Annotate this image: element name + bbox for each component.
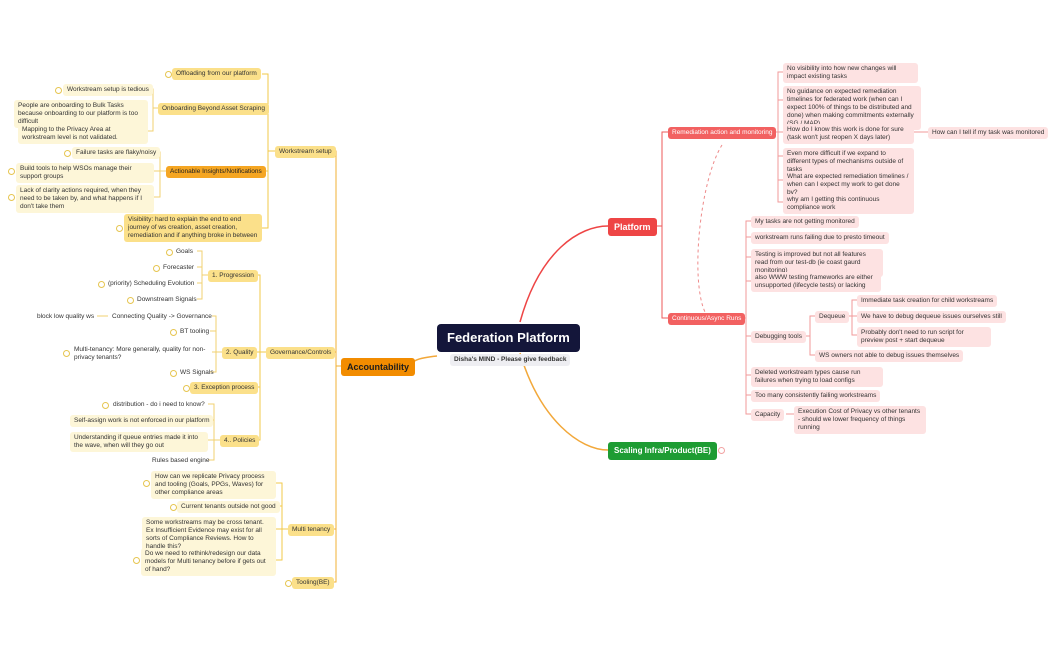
node-continuous-item[interactable]: also WWW testing frameworks are either u…	[751, 272, 881, 292]
node-monitored[interactable]: How can I tell if my task was monitored	[928, 127, 1049, 139]
collapse-toggle-icon[interactable]	[8, 194, 15, 201]
node-progression-item[interactable]: Goals	[176, 248, 193, 255]
node-continuous-item[interactable]: My tasks are not getting monitored	[751, 216, 859, 228]
node-dequeue[interactable]: Dequeue	[815, 311, 850, 323]
node-progression-item[interactable]: Downstream Signals	[137, 296, 197, 303]
node-onboarding[interactable]: Onboarding Beyond Asset Scraping	[158, 103, 269, 115]
collapse-toggle-icon[interactable]	[170, 504, 177, 511]
collapse-toggle-icon[interactable]	[143, 480, 150, 487]
node-bt-tooling[interactable]: BT tooling	[180, 328, 210, 335]
node-onboarding-item[interactable]: Mapping to the Privacy Area at workstrea…	[18, 124, 148, 144]
node-multi-tenancy-item[interactable]: How can we replicate Privacy process and…	[151, 471, 276, 499]
node-workstream-setup[interactable]: Workstream setup	[275, 146, 336, 158]
collapse-toggle-icon[interactable]	[98, 281, 105, 288]
collapse-toggle-icon[interactable]	[102, 402, 109, 409]
node-multi-tenancy[interactable]: Multi tenancy	[288, 524, 335, 536]
node-offloading[interactable]: Offloading from our platform	[172, 68, 261, 80]
collapse-toggle-icon[interactable]	[170, 370, 177, 377]
node-ws-owners[interactable]: WS owners not able to debug issues thems…	[815, 350, 964, 362]
node-progression[interactable]: 1. Progression	[208, 270, 258, 282]
node-connecting-quality[interactable]: Connecting Quality -> Governance	[112, 313, 212, 320]
node-tooling[interactable]: Tooling(BE)	[292, 577, 334, 589]
collapse-toggle-icon[interactable]	[64, 150, 71, 157]
node-policies-item[interactable]: distribution - do i need to know?	[113, 401, 205, 408]
node-policies-item[interactable]: Understanding if queue entries made it i…	[70, 432, 208, 452]
root-node[interactable]: Federation Platform	[437, 324, 580, 352]
collapse-toggle-icon[interactable]	[133, 557, 140, 564]
node-visibility[interactable]: Visibility: hard to explain the end to e…	[124, 214, 262, 242]
node-insights-item[interactable]: Build tools to help WSOs manage their su…	[16, 163, 154, 183]
collapse-toggle-icon[interactable]	[127, 297, 134, 304]
node-onboarding-item[interactable]: People are onboarding to Bulk Tasks beca…	[14, 100, 148, 128]
collapse-toggle-icon[interactable]	[718, 447, 725, 454]
node-exception[interactable]: 3. Exception process	[190, 382, 259, 394]
root-subtitle: Disha's MIND - Please give feedback	[450, 354, 571, 366]
node-too-many[interactable]: Too many consistently failing workstream…	[751, 390, 881, 402]
node-debugging[interactable]: Debugging tools	[751, 331, 806, 343]
collapse-toggle-icon[interactable]	[55, 87, 62, 94]
node-progression-item[interactable]: (priority) Scheduling Evolution	[108, 280, 195, 287]
node-multi-tenancy-item[interactable]: Do we need to rethink/redesign our data …	[141, 548, 276, 576]
node-dequeue-item[interactable]: Immediate task creation for child workst…	[857, 295, 998, 307]
node-remediation[interactable]: Remediation action and monitoring	[668, 127, 777, 139]
branch-platform[interactable]: Platform	[608, 218, 657, 236]
node-remediation-item[interactable]: why am I getting this continuous complia…	[783, 194, 914, 214]
node-quality[interactable]: 2. Quality	[222, 347, 258, 359]
node-multi-tenancy-item[interactable]: Current tenants outside not good	[177, 501, 280, 513]
collapse-toggle-icon[interactable]	[183, 385, 190, 392]
node-insights-item[interactable]: Lack of clarity actions required, when t…	[16, 185, 154, 213]
collapse-toggle-icon[interactable]	[63, 350, 70, 357]
collapse-toggle-icon[interactable]	[8, 168, 15, 175]
node-insights[interactable]: Actionable Insights/Notifications	[166, 166, 266, 178]
collapse-toggle-icon[interactable]	[116, 225, 123, 232]
collapse-toggle-icon[interactable]	[166, 249, 173, 256]
collapse-toggle-icon[interactable]	[165, 71, 172, 78]
node-policies[interactable]: 4.. Policies	[220, 435, 260, 447]
node-continuous[interactable]: Continuous/Async Runs	[668, 313, 746, 325]
node-remediation-item[interactable]: No guidance on expected remediation time…	[783, 86, 921, 130]
node-multitenancy-quality[interactable]: Multi-tenancy: More generally, quality f…	[74, 346, 206, 361]
node-multi-tenancy-item[interactable]: Some workstreams may be cross tenant. Ex…	[142, 517, 276, 553]
branch-scaling[interactable]: Scaling Infra/Product(BE)	[608, 442, 717, 460]
node-ws-signals[interactable]: WS Signals	[180, 369, 214, 376]
node-progression-item[interactable]: Forecaster	[163, 264, 195, 271]
node-capacity[interactable]: Capacity	[751, 409, 785, 421]
node-capacity-item[interactable]: Execution Cost of Privacy vs other tenan…	[794, 406, 926, 434]
node-onboarding-item[interactable]: Workstream setup is tedious	[63, 84, 153, 96]
collapse-toggle-icon[interactable]	[153, 265, 160, 272]
node-deleted-types[interactable]: Deleted workstream types cause run failu…	[751, 367, 883, 387]
node-continuous-item[interactable]: workstream runs failing due to presto ti…	[751, 232, 889, 244]
node-policies-item[interactable]: Rules based engine	[152, 457, 210, 464]
node-dequeue-item[interactable]: We have to debug dequeue issues ourselve…	[857, 311, 1006, 323]
node-remediation-item[interactable]: No visibility into how new changes will …	[783, 63, 918, 83]
collapse-toggle-icon[interactable]	[285, 580, 292, 587]
node-dequeue-item[interactable]: Probably don't need to run script for pr…	[857, 327, 991, 347]
collapse-toggle-icon[interactable]	[170, 329, 177, 336]
node-policies-item[interactable]: Self-assign work is not enforced in our …	[70, 415, 214, 427]
branch-accountability[interactable]: Accountability	[341, 358, 416, 376]
node-insights-item[interactable]: Failure tasks are flaky/noisy	[72, 147, 161, 159]
node-governance[interactable]: Governance/Controls	[266, 347, 336, 359]
node-remediation-item[interactable]: How do I know this work is done for sure…	[783, 124, 914, 144]
node-block-low-quality[interactable]: block low quality ws	[37, 313, 95, 320]
